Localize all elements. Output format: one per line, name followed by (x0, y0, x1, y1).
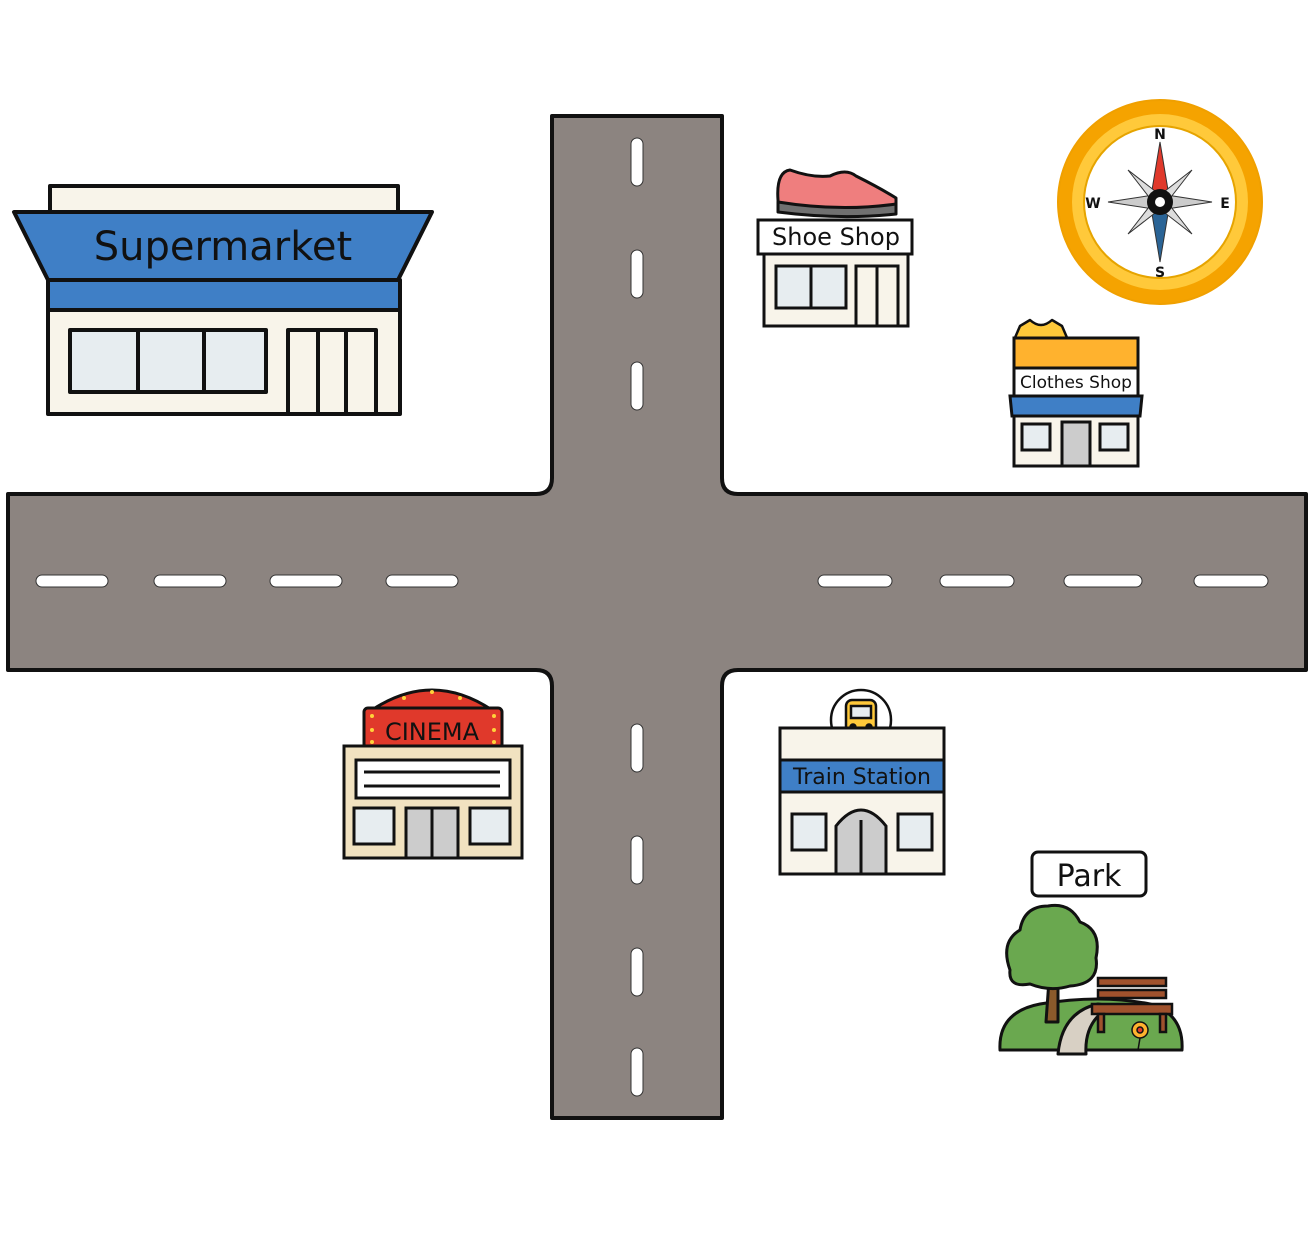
cinema-building (342, 688, 524, 860)
road-intersection (6, 114, 1308, 1120)
cinema-marquee-lights (370, 690, 496, 744)
train-station-building (778, 726, 946, 876)
compass-west-label: W (1085, 196, 1100, 212)
shoe-icon (776, 168, 898, 219)
bench-icon (1090, 976, 1174, 1034)
park-label: Park (1057, 859, 1122, 894)
compass-east-label: E (1220, 196, 1230, 212)
supermarket-building (12, 184, 434, 416)
lane-markings-vertical (630, 137, 644, 1097)
flower-icon (1131, 1021, 1149, 1051)
clothes-shop-label: Clothes Shop (1020, 373, 1132, 393)
compass-rose (1057, 99, 1263, 305)
road-network (6, 114, 1308, 1120)
cinema-label: CINEMA (385, 718, 480, 746)
park-sign (1030, 850, 1148, 898)
shoe-shop-building (756, 218, 914, 328)
lane-markings-horizontal (35, 574, 1269, 588)
supermarket-label: Supermarket (94, 224, 352, 270)
compass-south-label: S (1155, 265, 1165, 281)
tree-icon (1005, 903, 1099, 1024)
compass-north-label: N (1154, 127, 1166, 143)
clothes-shop-building (1008, 336, 1144, 468)
shoe-shop-label: Shoe Shop (772, 223, 900, 251)
train-station-label: Train Station (792, 765, 931, 790)
